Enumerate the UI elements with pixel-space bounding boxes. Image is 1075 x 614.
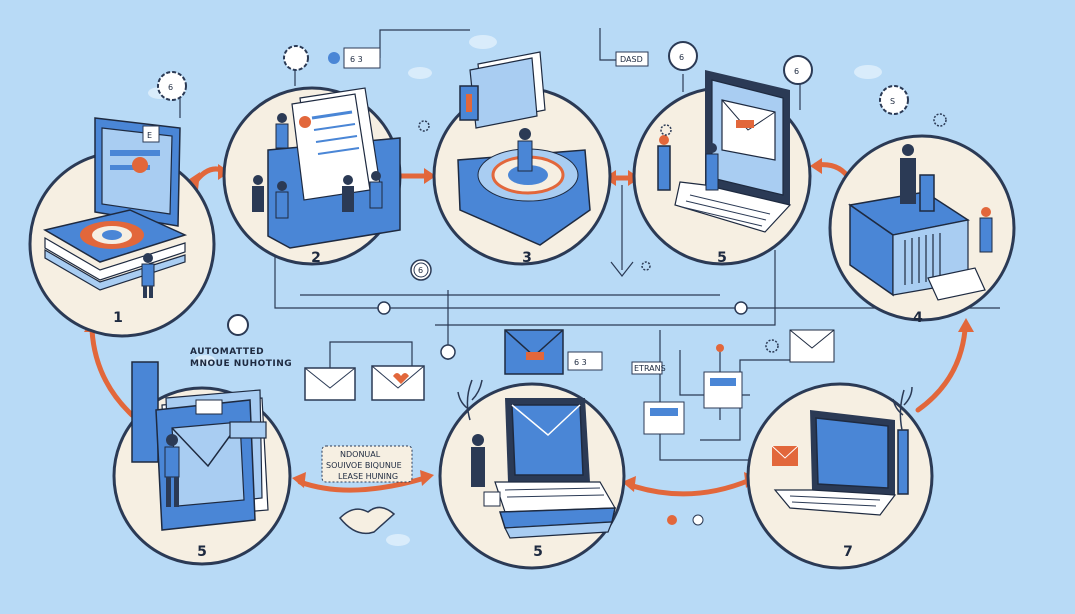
- step-7: 7: [746, 329, 934, 570]
- etrans-tag: ETRANS: [631, 361, 666, 375]
- envelope-book: [131, 361, 269, 531]
- badge-b8: E: [142, 125, 160, 143]
- heart-envelope-icon: [371, 365, 425, 401]
- gear-icon: S: [879, 85, 909, 115]
- person-figure: [471, 434, 501, 507]
- automated-caption: AUTOMATTED MNOUE NUHOTING: [190, 314, 292, 369]
- document-board: [267, 87, 401, 249]
- step-3: 3: [432, 51, 612, 266]
- handshake-icon: [338, 506, 396, 535]
- svg-text:ETRANS: ETRANS: [634, 364, 666, 373]
- svg-text:NDONUAL: NDONUAL: [340, 450, 381, 459]
- svg-text:LEASE HUNING: LEASE HUNING: [338, 472, 398, 481]
- cylinder-platform: [457, 51, 591, 246]
- svg-text:E: E: [147, 131, 152, 140]
- envelope-icon: [771, 329, 835, 466]
- step-4: 4: [828, 134, 1016, 326]
- step-5b-label: 5: [197, 544, 207, 560]
- step-5b: 5: [112, 361, 292, 566]
- team-figures: [657, 135, 719, 191]
- document-panels: [643, 371, 743, 435]
- gear-icon: [418, 113, 947, 353]
- laptop-icon: [773, 410, 909, 516]
- svg-text:SOUIVOE BIQUNUE: SOUIVOE BIQUNUE: [326, 461, 402, 470]
- step-5c-label: 5: [533, 544, 543, 560]
- flow-arrows: [84, 158, 974, 497]
- step-1-label: 1: [113, 310, 123, 326]
- step-5c: 5: [438, 329, 626, 570]
- svg-text:6: 6: [418, 266, 423, 275]
- svg-text:S: S: [890, 97, 895, 106]
- person-figure: [517, 128, 533, 172]
- gear-icon: 6: [413, 262, 429, 278]
- svg-text:6 3: 6 3: [574, 358, 587, 367]
- person-figure: [141, 253, 155, 298]
- dasd-tag: DASD: [615, 51, 649, 67]
- team-figures: [252, 113, 383, 219]
- step-1: 1 E: [28, 117, 216, 338]
- step-4-label: 4: [913, 310, 923, 326]
- step-5a: 5: [632, 70, 812, 266]
- step-5a-label: 5: [717, 250, 727, 266]
- gear-icon: 6: [668, 41, 698, 71]
- svg-text:6 3: 6 3: [350, 55, 363, 64]
- svg-text:6: 6: [679, 53, 684, 62]
- step-2-label: 2: [311, 250, 321, 266]
- svg-text:MNOUE NUHOTING: MNOUE NUHOTING: [190, 359, 292, 369]
- step-7-label: 7: [843, 544, 853, 560]
- person-figure: [164, 434, 180, 507]
- svg-text:6: 6: [168, 83, 173, 92]
- step-2: 2: [222, 86, 402, 266]
- envelope-icon: [504, 329, 564, 375]
- laptop-icon: [42, 117, 188, 291]
- envelope-icon: [304, 367, 356, 401]
- laptop-icon: [494, 398, 617, 539]
- nurture-caption: NDONUAL SOUIVOE BIQUNUE LEASE HUNING: [321, 445, 413, 483]
- step-3-label: 3: [522, 250, 532, 266]
- gear-icon: 6 3: [283, 45, 381, 71]
- gear-icon: 6: [157, 71, 187, 101]
- svg-text:DASD: DASD: [620, 55, 643, 64]
- server-station: [848, 191, 986, 301]
- team-figures: [900, 144, 993, 253]
- gear-icon: 6: [783, 55, 813, 85]
- svg-text:6: 6: [794, 67, 799, 76]
- laptop-icon: [674, 70, 792, 233]
- plant-icon: [457, 379, 913, 431]
- svg-text:AUTOMATTED: AUTOMATTED: [190, 347, 264, 357]
- badge-b7: 6 3: [567, 351, 603, 371]
